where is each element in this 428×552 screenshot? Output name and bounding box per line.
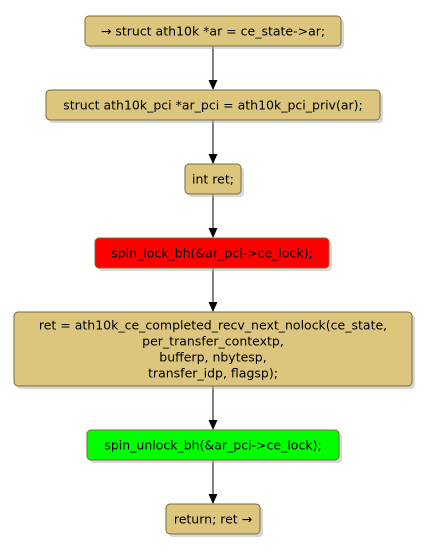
- arrowhead-icon: [208, 228, 218, 238]
- edge-arrow: [208, 268, 218, 312]
- edge-arrow: [208, 120, 218, 164]
- node-text: ret = ath10k_ce_completed_recv_next_nolo…: [39, 318, 387, 333]
- node-text: → struct ath10k *ar = ce_state->ar;: [101, 24, 325, 39]
- node-text: spin_lock_bh(&ar_pci->ce_lock);: [111, 246, 313, 261]
- arrowhead-icon: [208, 302, 218, 312]
- flow-node-n2: struct ath10k_pci *ar_pci = ath10k_pci_p…: [45, 89, 383, 123]
- edge-arrow: [208, 194, 218, 238]
- node-text: transfer_idp, flagsp);: [148, 366, 278, 381]
- node-text: int ret;: [192, 172, 234, 187]
- node-box: [94, 237, 330, 269]
- node-text: struct ath10k_pci *ar_pci = ath10k_pci_p…: [63, 98, 362, 113]
- arrowhead-icon: [208, 494, 218, 504]
- node-box: [165, 503, 261, 535]
- arrowhead-icon: [208, 154, 218, 164]
- node-box: [86, 429, 340, 461]
- flow-node-n3: int ret;: [184, 163, 244, 197]
- flow-node-n4: spin_lock_bh(&ar_pci->ce_lock);: [94, 237, 332, 271]
- flow-node-n5: ret = ath10k_ce_completed_recv_next_nolo…: [13, 311, 415, 389]
- flow-node-n6: spin_unlock_bh(&ar_pci->ce_lock);: [86, 429, 342, 463]
- flow-node-n7: return; ret →: [165, 503, 263, 537]
- node-box: [184, 163, 242, 195]
- node-text: return; ret →: [174, 512, 252, 527]
- node-box: [84, 15, 342, 47]
- arrowhead-icon: [208, 80, 218, 90]
- node-text: bufferp, nbytesp,: [159, 350, 266, 365]
- node-box: [13, 311, 413, 387]
- edge-arrow: [208, 386, 218, 430]
- arrowhead-icon: [208, 420, 218, 430]
- node-text: per_transfer_contextp,: [142, 334, 284, 349]
- edge-arrow: [208, 46, 218, 90]
- node-box: [45, 89, 381, 121]
- node-text: spin_unlock_bh(&ar_pci->ce_lock);: [104, 438, 321, 453]
- flow-node-n1: → struct ath10k *ar = ce_state->ar;: [84, 15, 344, 49]
- edge-arrow: [208, 460, 218, 504]
- nodes: → struct ath10k *ar = ce_state->ar;struc…: [13, 15, 415, 537]
- edges: [208, 46, 218, 504]
